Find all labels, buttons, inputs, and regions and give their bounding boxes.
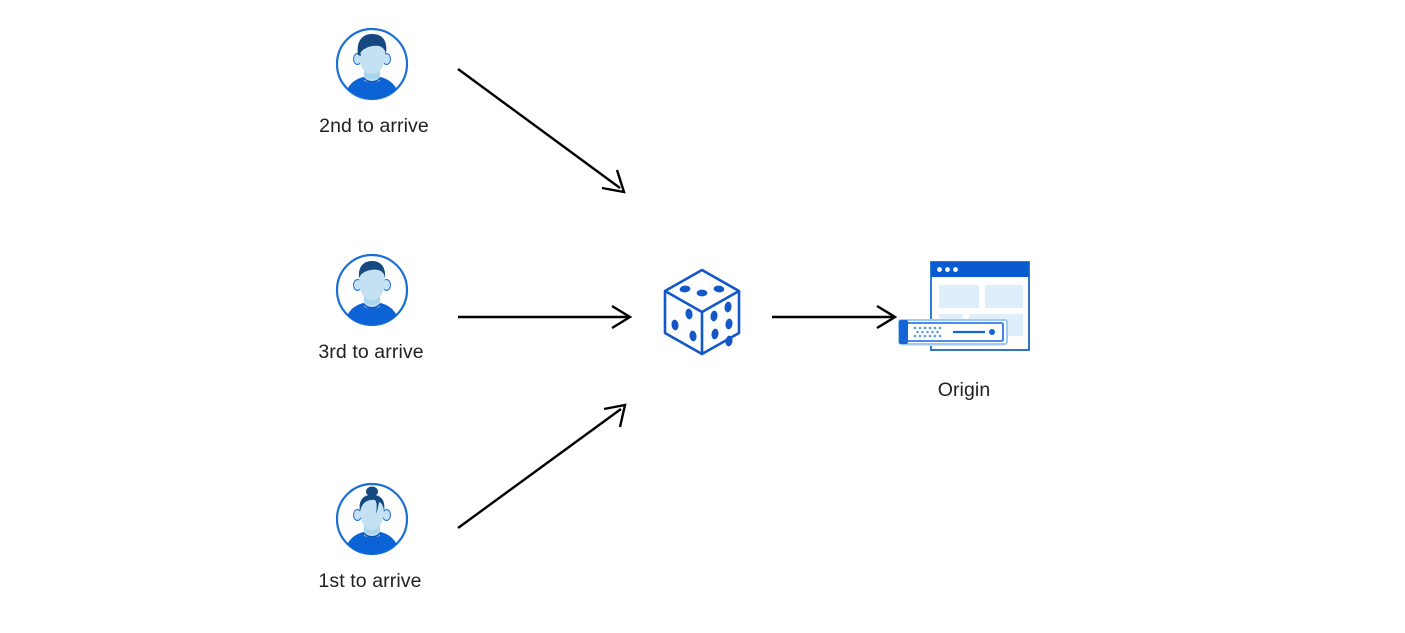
dice-top-pips bbox=[679, 285, 725, 297]
dice-right-pips bbox=[710, 301, 733, 347]
router-device-icon bbox=[898, 319, 1008, 346]
router-vents bbox=[913, 326, 942, 338]
origin-node[interactable] bbox=[893, 258, 1033, 358]
user-avatar-icon bbox=[335, 27, 409, 101]
dice-node[interactable] bbox=[659, 266, 745, 358]
user-avatar-icon bbox=[335, 482, 409, 556]
client-avatar-3rd[interactable] bbox=[334, 252, 410, 328]
client-avatar-1st[interactable] bbox=[334, 481, 410, 557]
origin-server-icon bbox=[898, 261, 1030, 351]
client-label-3rd: 3rd to arrive bbox=[318, 341, 424, 363]
edge-1st-to-dice bbox=[457, 403, 627, 529]
dice-left-pips bbox=[671, 308, 697, 342]
user-avatar-icon bbox=[335, 253, 409, 327]
edge-3rd-to-dice bbox=[458, 304, 633, 330]
dice-cube-icon bbox=[663, 268, 741, 356]
client-label-1st: 1st to arrive bbox=[318, 570, 422, 592]
edge-dice-to-origin bbox=[772, 304, 898, 330]
client-avatar-2nd[interactable] bbox=[334, 26, 410, 102]
client-label-2nd: 2nd to arrive bbox=[319, 115, 429, 137]
origin-label: Origin bbox=[937, 379, 991, 401]
